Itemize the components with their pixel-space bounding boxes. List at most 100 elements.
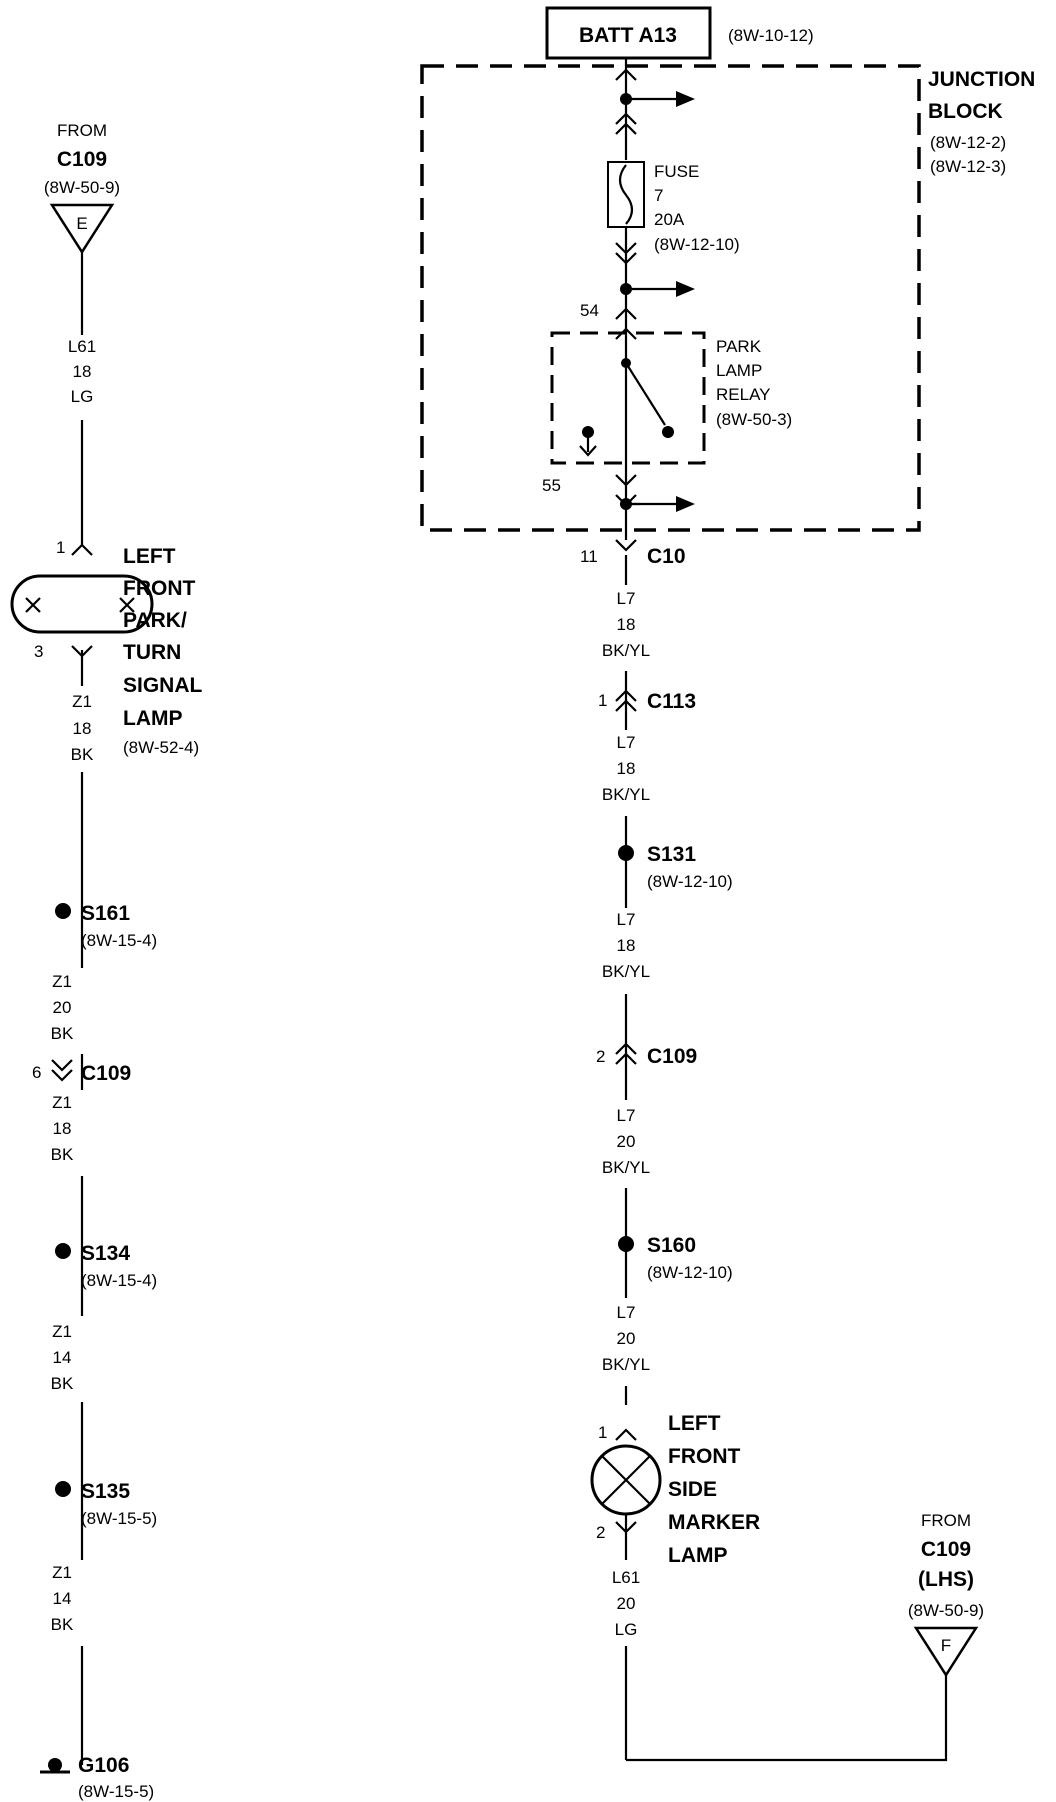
c113-label: C113 [647,690,696,713]
wire-z1-a-circuit: Z1 [72,692,92,711]
s131-ref: (8W-12-10) [647,872,733,891]
from-right-conn: C109 [921,1538,971,1561]
s160-splice-icon [618,1236,634,1252]
junction-feed-arrow-1 [620,91,695,107]
wire-l61-top-color: LG [71,387,94,406]
from-left-triangle-icon [49,203,115,255]
s161-label: S161 [81,902,130,925]
wire-l7-a-color: BK/YL [602,641,650,660]
wire-z1-e-gauge: 14 [53,1589,72,1608]
park-lamp-label-6: LAMP [123,707,183,730]
wire-l61-top-circuit: L61 [68,337,96,356]
wire-l7-a-circuit: L7 [617,589,636,608]
park-lamp-label-3: PARK/ [123,609,187,632]
park-lamp-label-4: TURN [123,641,181,664]
s161-splice-icon [55,903,71,919]
wire-z1-a-color: BK [71,745,94,764]
c109-right-label: C109 [647,1045,697,1068]
wire-l7-e-circuit: L7 [617,1303,636,1322]
wire-l7-c-color: BK/YL [602,962,650,981]
relay-label-1: PARK [716,337,762,356]
from-right-triangle-icon [913,1626,979,1678]
junction-block-title-2: BLOCK [928,100,1003,123]
wire-z1-c-gauge: 18 [53,1119,72,1138]
relay-pin-54-connector-icon [615,307,637,340]
junction-block-ref-1: (8W-12-2) [930,133,1006,152]
from-right-label: FROM [921,1511,971,1530]
s131-splice-icon [618,845,634,861]
c109-left-label: C109 [81,1062,131,1085]
park-lamp-ref: (8W-52-4) [123,738,199,757]
wire-z1-d-gauge: 14 [53,1348,72,1367]
wire-l7-c-circuit: L7 [617,910,636,929]
relay-pin-54: 54 [580,301,599,320]
fuse-out-connector-icon [615,242,637,265]
c109-left-connector-icon [51,1059,73,1082]
park-lamp-label-2: FRONT [123,577,195,600]
wire-l61-bottom-circuit: L61 [612,1568,640,1587]
fuse-icon [607,161,645,228]
junction-block-ref-2: (8W-12-3) [930,157,1006,176]
wire-z1-c-circuit: Z1 [52,1093,72,1112]
wire-z1-d-color: BK [51,1374,74,1393]
wire-z1-b-gauge: 20 [53,998,72,1017]
fuse-label: FUSE [654,162,699,181]
park-lamp-relay-outline [550,331,706,465]
wire-z1-b-circuit: Z1 [52,972,72,991]
park-lamp-pin3: 3 [34,642,43,661]
junction-feed-arrow-3 [620,496,695,512]
g106-ref: (8W-15-5) [78,1782,154,1801]
from-left-label: FROM [57,121,107,140]
fuse-rating: 20A [654,210,685,229]
wire-l61-bottom-gauge: 20 [617,1594,636,1613]
relay-ref: (8W-50-3) [716,410,792,429]
junction-feed-arrow-2 [620,281,695,297]
wire-z1-b-color: BK [51,1024,74,1043]
batt-connector-icon [615,68,637,135]
marker-lamp-pin1: 1 [598,1423,607,1442]
s161-ref: (8W-15-4) [81,931,157,950]
wire-l61-bottom-color: LG [615,1620,638,1639]
s135-splice-icon [55,1481,71,1497]
park-turn-lamp-icon [10,543,154,658]
wire-z1-a-gauge: 18 [73,719,92,738]
wire-l7-c-gauge: 18 [617,936,636,955]
fuse-ref: (8W-12-10) [654,235,740,254]
wire-l7-a-gauge: 18 [617,615,636,634]
g106-label: G106 [78,1754,129,1777]
wire-z1-d-circuit: Z1 [52,1322,72,1341]
wire-z1-e-color: BK [51,1615,74,1634]
c109-left-pin: 6 [32,1063,41,1082]
park-lamp-label-1: LEFT [123,545,176,568]
marker-lamp-label-2: FRONT [668,1445,740,1468]
wire-l7-d-gauge: 20 [617,1132,636,1151]
wire-l7-b-gauge: 18 [617,759,636,778]
from-left-ref: (8W-50-9) [44,178,120,197]
c113-pin: 1 [598,691,607,710]
batt-label: BATT A13 [579,24,677,47]
from-right-letter: F [941,1636,951,1655]
ground-icon [40,1758,70,1774]
c10-label: C10 [647,545,686,568]
marker-lamp-label-4: MARKER [668,1511,760,1534]
c109-right-pin: 2 [596,1047,605,1066]
c10-connector-icon [615,539,637,552]
batt-ref: (8W-10-12) [728,26,814,45]
from-left-letter: E [76,214,87,233]
wire-l7-b-color: BK/YL [602,785,650,804]
relay-label-2: LAMP [716,361,762,380]
marker-lamp-label-3: SIDE [668,1478,717,1501]
s131-label: S131 [647,843,696,866]
c113-connector-icon [615,689,637,712]
side-marker-lamp-icon [590,1428,662,1534]
relay-label-3: RELAY [716,385,771,404]
s160-ref: (8W-12-10) [647,1263,733,1282]
s134-ref: (8W-15-4) [81,1271,157,1290]
junction-block-title-1: JUNCTION [928,68,1035,91]
c10-pin: 11 [580,547,598,566]
relay-pin-55: 55 [542,476,561,495]
wire-z1-e-circuit: Z1 [52,1563,72,1582]
c109-right-connector-icon [615,1042,637,1065]
s135-label: S135 [81,1480,130,1503]
